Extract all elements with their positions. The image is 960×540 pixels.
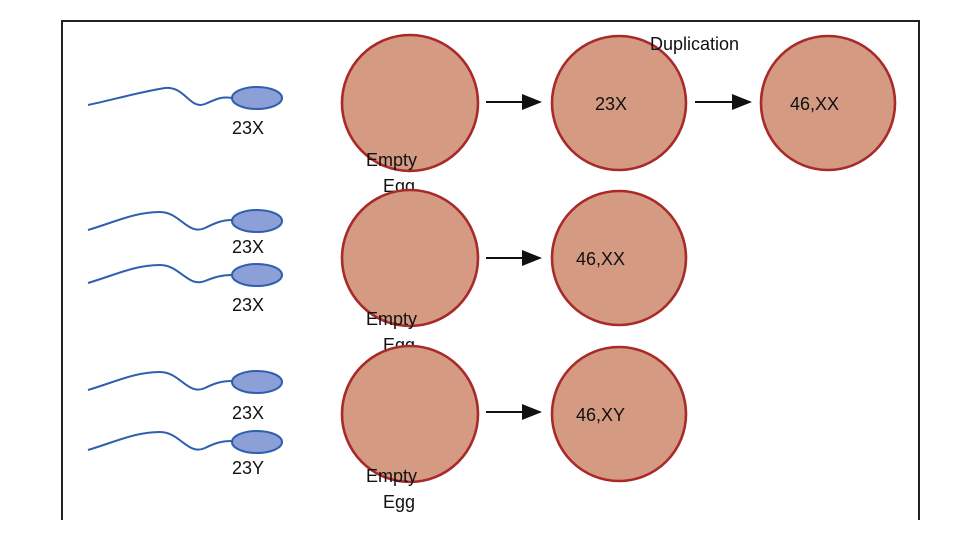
sperm-tail xyxy=(88,265,232,283)
egg-circle xyxy=(342,346,478,482)
zygote-label: 46,XY xyxy=(576,405,625,425)
sperm-label: 23X xyxy=(232,295,264,315)
empty-egg-2: Empty Egg xyxy=(342,190,478,355)
sperm-head xyxy=(232,371,282,393)
zygote-1b: 46,XX xyxy=(761,36,895,170)
sperm-tail xyxy=(88,88,232,105)
row-3: 23X 23Y Empty Egg 46,XY xyxy=(88,346,686,512)
sperm-3-2: 23Y xyxy=(88,431,282,478)
sperm-label: 23X xyxy=(232,118,264,138)
empty-egg-label-line1: Empty xyxy=(366,150,417,170)
sperm-head xyxy=(232,210,282,232)
sperm-2-1: 23X xyxy=(88,210,282,257)
empty-egg-label-line1: Empty xyxy=(366,466,417,486)
sperm-2-2: 23X xyxy=(88,264,282,315)
empty-egg-1: Empty Egg xyxy=(342,35,478,196)
sperm-tail xyxy=(88,432,232,450)
sperm-head xyxy=(232,87,282,109)
sperm-label: 23X xyxy=(232,403,264,423)
sperm-3-1: 23X xyxy=(88,371,282,423)
empty-egg-label-line1: Empty xyxy=(366,309,417,329)
zygote-2: 46,XX xyxy=(552,191,686,325)
empty-egg-3: Empty Egg xyxy=(342,346,478,512)
sperm-head xyxy=(232,431,282,453)
zygote-label: 46,XX xyxy=(790,94,839,114)
sperm-1-1: 23X xyxy=(88,87,282,138)
zygote-label: 23X xyxy=(595,94,627,114)
row-2: 23X 23X Empty Egg 46,XX xyxy=(88,190,686,355)
zygote-3: 46,XY xyxy=(552,347,686,481)
zygote-1a: 23X xyxy=(552,36,686,170)
sperm-tail xyxy=(88,372,232,390)
egg-circle xyxy=(342,190,478,326)
zygote-label: 46,XX xyxy=(576,249,625,269)
sperm-tail xyxy=(88,212,232,230)
row-1: 23X Empty Egg 23X 46,XX Duplication xyxy=(88,34,895,196)
sperm-head xyxy=(232,264,282,286)
duplication-label: Duplication xyxy=(650,34,739,54)
sperm-label: 23X xyxy=(232,237,264,257)
empty-egg-label-line2: Egg xyxy=(383,492,415,512)
sperm-label: 23Y xyxy=(232,458,264,478)
